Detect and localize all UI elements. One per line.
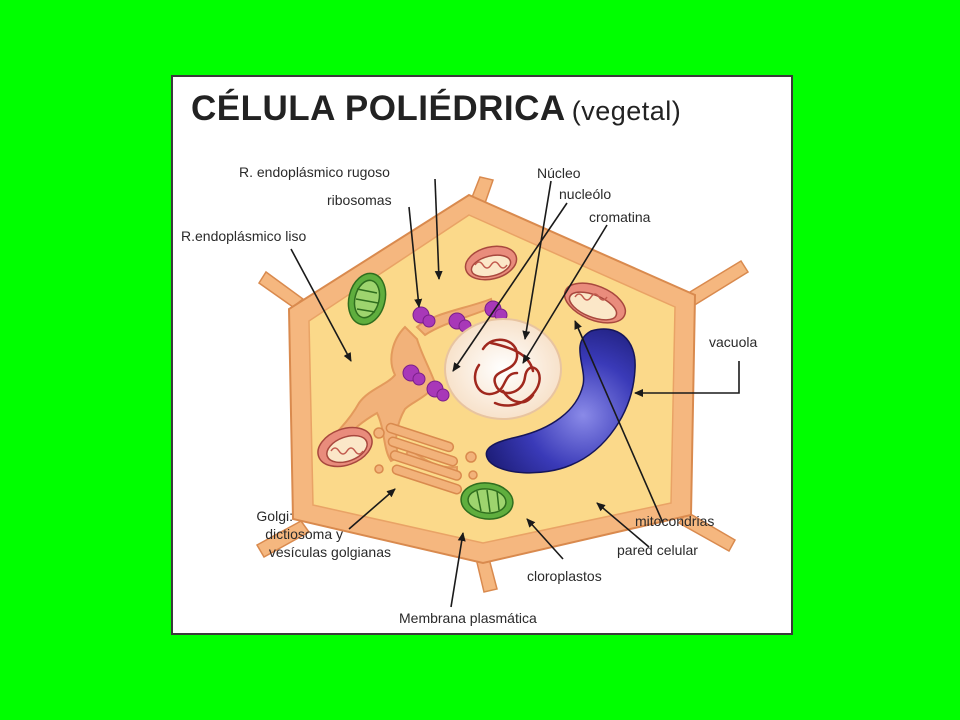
label-rel: R.endoplásmico liso	[181, 228, 306, 244]
label-golgi-2: dictiosoma y	[265, 526, 343, 542]
diagram-title: CÉLULA POLIÉDRICA(vegetal)	[191, 89, 681, 129]
vacuole	[485, 328, 636, 474]
arrow-rel	[290, 248, 352, 362]
label-membrana: Membrana plasmática	[399, 610, 537, 626]
labels: R. endoplásmico rugoso ribosomas R.endop…	[181, 164, 757, 626]
label-pared: pared celular	[617, 542, 698, 558]
chloroplast-upper	[347, 272, 387, 326]
arrow-nucleolo	[452, 202, 568, 372]
arrow-golgi	[348, 488, 396, 530]
chloroplasts	[347, 272, 514, 520]
arrow-mitocondrias	[574, 320, 664, 524]
golgi-apparatus	[373, 422, 478, 495]
label-mitocondrias: mitocondrias	[635, 513, 714, 529]
nucleus	[444, 318, 562, 420]
arrow-pared	[596, 502, 650, 548]
mitochondria	[317, 245, 627, 468]
label-nucleo: Núcleo	[537, 165, 581, 181]
label-golgi-3: vesículas golgianas	[269, 544, 391, 560]
cell-diagram: R. endoplásmico rugoso ribosomas R.endop…	[181, 164, 757, 626]
ribosomes	[402, 300, 508, 402]
label-ribosomas: ribosomas	[327, 192, 392, 208]
arrow-rer	[434, 178, 443, 280]
label-rer: R. endoplásmico rugoso	[239, 164, 390, 180]
label-cloroplastos: cloroplastos	[527, 568, 602, 584]
arrow-membrana	[450, 532, 466, 608]
label-vacuola: vacuola	[709, 334, 757, 350]
label-cromatina: cromatina	[589, 209, 651, 225]
mitochondrion-right	[563, 282, 627, 324]
pointer-arrows	[290, 178, 740, 608]
arrow-ribosomas	[408, 206, 423, 308]
arrow-cloroplastos	[526, 518, 564, 560]
label-nucleolo: nucleólo	[559, 186, 611, 202]
diagram-card: CÉLULA POLIÉDRICA(vegetal)	[171, 75, 793, 635]
arrow-cromatina	[522, 224, 608, 364]
mitochondrion-left	[317, 426, 373, 468]
chloroplast-lower	[460, 482, 514, 520]
chromatin	[473, 338, 541, 407]
arrow-nucleo	[522, 180, 552, 340]
arrow-vacuola	[634, 361, 740, 397]
mitochondrion-top	[464, 245, 518, 281]
title-main: CÉLULA POLIÉDRICA	[191, 89, 566, 128]
label-golgi-1: Golgi:	[256, 508, 293, 524]
title-sub: (vegetal)	[571, 96, 682, 126]
